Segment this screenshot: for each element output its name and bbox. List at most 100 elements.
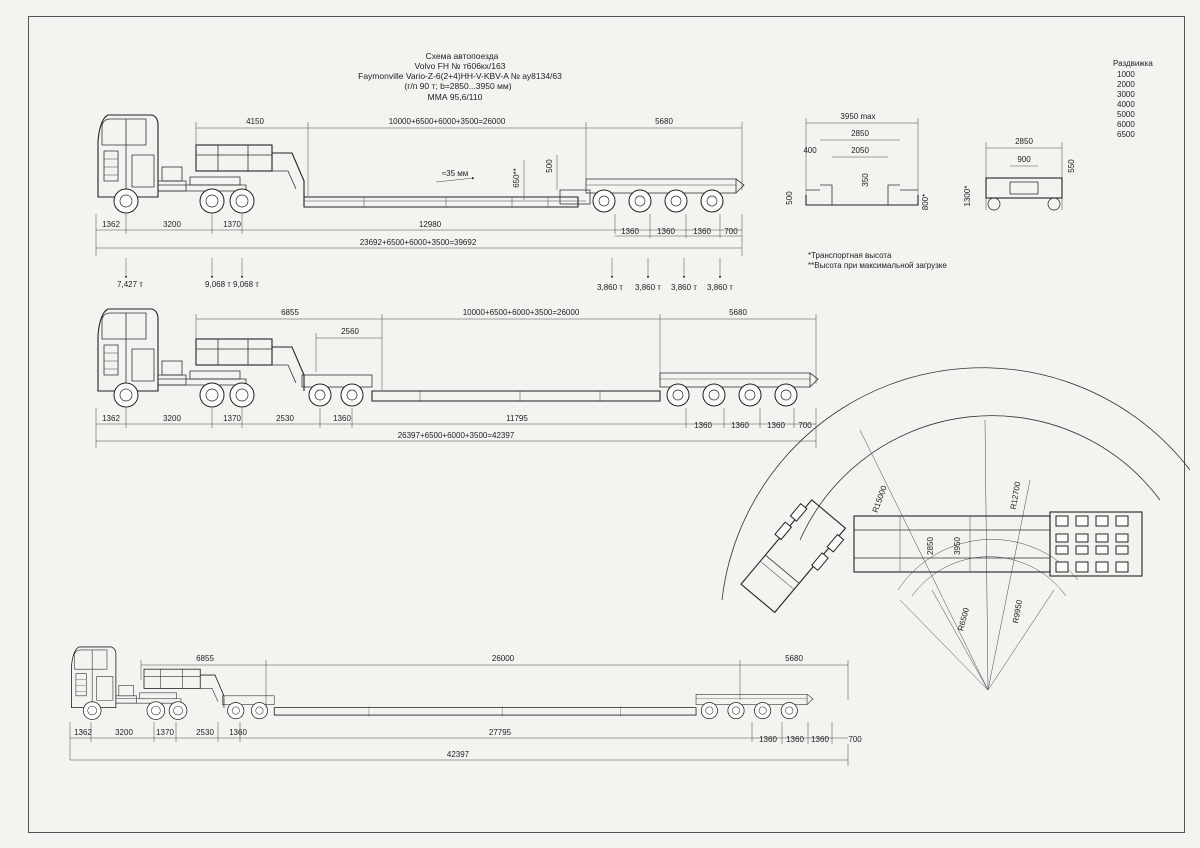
dim-label: 12980 <box>419 220 442 229</box>
sheet-frame <box>28 16 1185 833</box>
extension-value: 5000 <box>1117 110 1135 119</box>
extension-value: 4000 <box>1117 100 1135 109</box>
title-block: Схема автопоезда Volvo FH № т606кх/163 F… <box>358 51 562 102</box>
dim-label: 10000+6500+6000+3500=26000 <box>389 117 506 126</box>
axle-load: 9,068 т <box>205 280 231 289</box>
axle-load: 3,860 т <box>707 283 733 292</box>
title-line-4: (г/п 90 т; b=2850...3950 мм) <box>404 81 511 91</box>
dim-label: 1360 <box>786 735 804 744</box>
dim-label: 350 <box>861 173 870 187</box>
dim-label: 1360 <box>657 227 675 236</box>
title-line-2: Volvo FH № т606кх/163 <box>415 61 506 71</box>
extension-header: Раздвижка <box>1113 59 1153 68</box>
turning-diagram: R15000 R12700 R6500 R9950 2850 3950 <box>721 367 1191 691</box>
dim-label: 700 <box>848 735 862 744</box>
axle-loads: 7,427 т 9,068 т 9,068 т 3,860 т 3,860 т … <box>117 258 733 292</box>
dim-label: 6855 <box>281 308 299 317</box>
dim-label: 3200 <box>163 220 181 229</box>
cross-section-b: 2850 900 550 1300* <box>963 137 1076 211</box>
flat-deck <box>371 390 661 402</box>
radius-label: R15000 <box>871 484 889 514</box>
dim-label: 4150 <box>246 117 264 126</box>
dim-label: 1360 <box>333 414 351 423</box>
dim-label: 6855 <box>196 654 214 663</box>
axle-load: 3,860 т <box>635 283 661 292</box>
dim-label: 700 <box>798 421 812 430</box>
dim-label: 650** <box>512 168 521 188</box>
dim-label: 2560 <box>341 327 359 336</box>
notes: *Транспортная высота **Высота при максим… <box>808 251 947 270</box>
dim-label: 500 <box>785 191 794 205</box>
dim-label: 26000 <box>492 654 515 663</box>
dim-label: 1362 <box>74 728 92 737</box>
note-2: **Высота при максимальной загрузке <box>808 261 947 270</box>
dim-label: 1360 <box>731 421 749 430</box>
dim-label: 1362 <box>102 220 120 229</box>
dim-total: 23692+6500+6000+3500=39692 <box>360 238 477 247</box>
note-1: *Транспортная высота <box>808 251 892 260</box>
extension-value: 6500 <box>1117 130 1135 139</box>
width-label: 2850 <box>926 537 935 555</box>
dolly <box>301 374 373 407</box>
view-3-dims: 6855 26000 5680 1362 3200 1370 2530 1360… <box>69 654 862 766</box>
dim-label: 5680 <box>729 308 747 317</box>
dim-label: 2530 <box>196 728 214 737</box>
dim-label: ≈35 мм <box>442 169 469 178</box>
dim-label: 550 <box>1067 159 1076 173</box>
axle-load: 9,068 т <box>233 280 259 289</box>
dim-label: 27795 <box>489 728 512 737</box>
extension-value: 6000 <box>1117 120 1135 129</box>
dim-label: 10000+6500+6000+3500=26000 <box>463 308 580 317</box>
dim-label: 400 <box>803 146 817 155</box>
flat-deck <box>303 196 579 208</box>
dim-label: 5680 <box>655 117 673 126</box>
dim-label: 5680 <box>785 654 803 663</box>
dim-label: 1370 <box>156 728 174 737</box>
dim-label: 700 <box>724 227 738 236</box>
title-line-1: Схема автопоезда <box>426 51 499 61</box>
dim-total: 42397 <box>447 750 470 759</box>
dim-label: 1360 <box>694 421 712 430</box>
dim-label: 1360 <box>767 421 785 430</box>
extension-value: 2000 <box>1117 80 1135 89</box>
extension-value: 1000 <box>1117 70 1135 79</box>
dim-label: 500 <box>545 159 554 173</box>
dim-label: 1300* <box>963 186 972 207</box>
dim-label: 1370 <box>223 220 241 229</box>
axle-load: 7,427 т <box>117 280 143 289</box>
view-1-retracted: 4150 10000+6500+6000+3500=26000 5680 ≈35… <box>95 114 745 292</box>
dim-label: 1362 <box>102 414 120 423</box>
axle-load: 3,860 т <box>597 283 623 292</box>
rear-bogie <box>585 178 745 213</box>
radius-label: R12700 <box>1009 480 1023 510</box>
cross-section-a: 3950 max 2850 2050 400 350 800* 500 <box>785 112 930 210</box>
rear-bogie <box>659 372 819 407</box>
dim-label: 3200 <box>115 728 133 737</box>
tractor-unit <box>97 114 255 214</box>
dim-label: 3950 max <box>840 112 875 121</box>
title-line-5: ММА 95,6/110 <box>428 92 483 102</box>
dim-label: 1360 <box>621 227 639 236</box>
tractor-unit <box>97 308 255 408</box>
tractor-plan <box>740 499 847 614</box>
radius-label: R9950 <box>1011 599 1024 624</box>
radius-label: R6500 <box>956 606 971 632</box>
title-line-3: Faymonville Vario-Z-6(2+4)HH-V-KBV-A № а… <box>358 71 562 81</box>
dim-label: 2050 <box>851 146 869 155</box>
dim-label: 3200 <box>163 414 181 423</box>
dim-label: 1360 <box>229 728 247 737</box>
view-3-extended <box>71 646 814 720</box>
dim-label: 2850 <box>851 129 869 138</box>
dim-label: 800* <box>921 194 930 210</box>
dim-label: 11795 <box>506 414 528 423</box>
axle-load: 3,860 т <box>671 283 697 292</box>
width-label: 3950 <box>953 537 962 555</box>
view-2-with-dolly: 6855 10000+6500+6000+3500=26000 5680 256… <box>95 308 819 448</box>
dim-label: 1360 <box>811 735 829 744</box>
extension-value: 3000 <box>1117 90 1135 99</box>
dim-label: 2850 <box>1015 137 1033 146</box>
dim-label: 1370 <box>223 414 241 423</box>
dim-total: 26397+6500+6000+3500=42397 <box>398 431 515 440</box>
